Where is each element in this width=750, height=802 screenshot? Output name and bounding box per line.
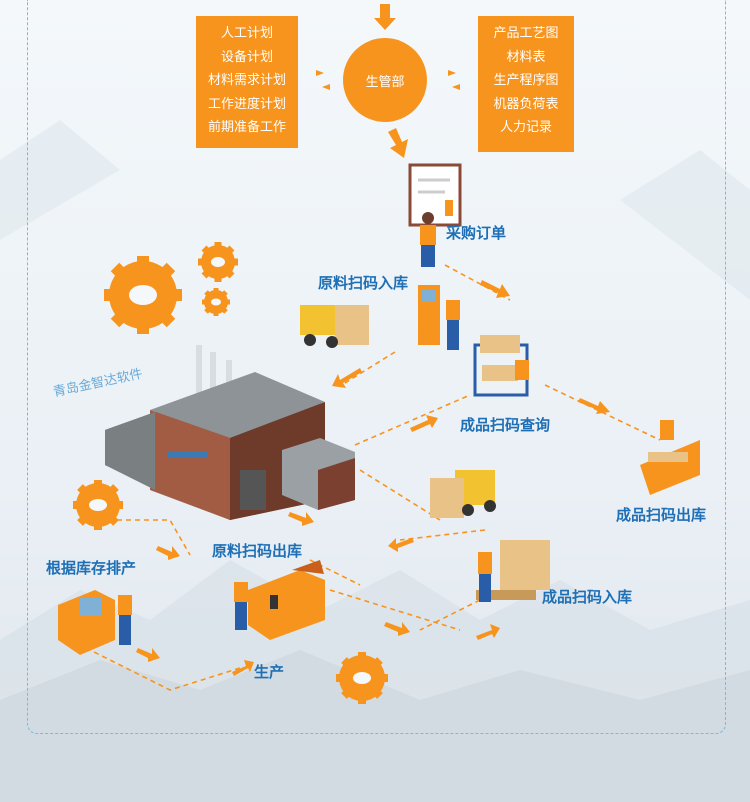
gear-icon-bottom bbox=[336, 652, 388, 704]
cnc-machine bbox=[58, 590, 132, 655]
center-node: 生管部 bbox=[343, 38, 427, 122]
flow-arrow bbox=[480, 280, 510, 298]
small-arrow-left-1 bbox=[316, 70, 324, 76]
flow-path bbox=[69, 639, 241, 691]
flow-arrows bbox=[136, 280, 610, 676]
worker-figure bbox=[420, 212, 436, 267]
scanner-kiosk bbox=[418, 285, 460, 350]
flow-path bbox=[359, 469, 441, 521]
flow-path bbox=[444, 264, 511, 301]
label-product-scan-query: 成品扫码查询 bbox=[460, 416, 551, 434]
plan-item: 工作进度计划 bbox=[207, 96, 286, 112]
plan-item: 材料需求计划 bbox=[207, 73, 286, 88]
label-product-scan-out: 成品扫码出库 bbox=[616, 506, 707, 524]
left-plan-box: 人工计划 设备计划 材料需求计划 工作进度计划 前期准备工作 bbox=[196, 16, 298, 148]
plan-item: 前期准备工作 bbox=[207, 120, 286, 135]
dashed-frame bbox=[27, 0, 726, 734]
plan-item: 设备计划 bbox=[220, 49, 273, 65]
label-production: 生产 bbox=[254, 663, 285, 681]
gear-icon-large bbox=[104, 256, 182, 334]
doc-item: 产品工艺图 bbox=[493, 26, 559, 41]
flow-arrow bbox=[136, 648, 160, 662]
label-product-scan-in: 成品扫码入库 bbox=[542, 588, 633, 606]
label-raw-scan-out: 原料扫码出库 bbox=[212, 542, 303, 560]
flow-arrow bbox=[332, 368, 362, 388]
forklift-product bbox=[430, 470, 496, 518]
small-arrow-right-2 bbox=[452, 84, 460, 90]
flow-arrow bbox=[384, 622, 410, 636]
production-machine bbox=[234, 560, 325, 640]
purchase-order-board bbox=[408, 163, 462, 227]
forklift-raw bbox=[300, 305, 369, 348]
flow-arrow bbox=[288, 512, 314, 526]
flow-path bbox=[399, 529, 486, 541]
doc-item: 材料表 bbox=[506, 49, 546, 65]
conveyor-product-out bbox=[640, 420, 700, 495]
plan-item: 人工计划 bbox=[220, 26, 273, 41]
pallet-product-in bbox=[476, 540, 550, 602]
flow-arrow bbox=[410, 415, 438, 432]
doc-item: 生产程序图 bbox=[493, 73, 559, 88]
flow-arrow bbox=[156, 546, 180, 560]
flow-arrow bbox=[578, 398, 610, 414]
gear-icon-left bbox=[73, 480, 123, 530]
flow-path bbox=[419, 599, 481, 631]
center-node-label: 生管部 bbox=[365, 74, 405, 90]
top-arrow-group bbox=[316, 4, 460, 158]
flow-path bbox=[339, 351, 396, 387]
gear-icon-small-2 bbox=[202, 288, 230, 316]
shelf-with-boxes bbox=[473, 335, 529, 397]
right-doc-box: 产品工艺图 材料表 生产程序图 机器负荷表 人力记录 bbox=[478, 16, 574, 152]
doc-item: 人力记录 bbox=[499, 120, 552, 135]
label-purchase-order: 采购订单 bbox=[446, 224, 507, 242]
flow-path bbox=[329, 589, 461, 631]
gear-icon-small-1 bbox=[198, 242, 238, 282]
label-raw-scan-in: 原料扫码入库 bbox=[318, 274, 409, 292]
factory-building bbox=[105, 345, 355, 520]
down-arrow-mid bbox=[388, 128, 408, 158]
flow-path bbox=[354, 394, 471, 446]
doc-item: 机器负荷表 bbox=[493, 96, 559, 112]
small-arrow-right-1 bbox=[448, 70, 456, 76]
flow-arrow bbox=[388, 538, 414, 552]
label-schedule-by-stock: 根据库存排产 bbox=[46, 559, 137, 577]
flow-arrow bbox=[476, 624, 500, 640]
small-arrow-left-2 bbox=[322, 84, 330, 90]
down-arrow-top bbox=[374, 4, 396, 30]
flow-arrow bbox=[232, 660, 254, 676]
